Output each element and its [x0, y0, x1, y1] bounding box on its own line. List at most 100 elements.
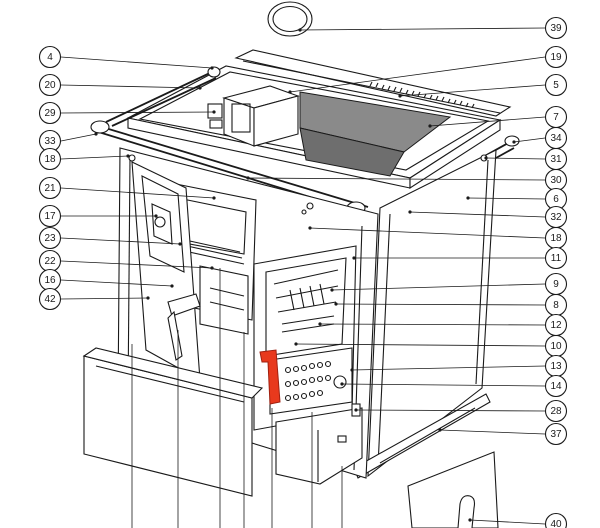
callout-number: 30 [550, 175, 562, 186]
callout-circle [38, 226, 62, 250]
callout-number: 17 [44, 211, 56, 222]
callout-number: 20 [44, 80, 56, 91]
callout-c42: 42 [38, 287, 150, 311]
callout-number: 4 [47, 52, 53, 63]
callout-c10: 10 [294, 334, 568, 358]
callout-leader-line [469, 519, 546, 525]
callout-leader-line [60, 155, 129, 160]
callout-number: 12 [550, 320, 562, 331]
callout-number: 21 [44, 183, 56, 194]
callout-circle [38, 176, 62, 200]
callout-leader-line [355, 409, 546, 412]
oven-box [207, 85, 300, 147]
callout-leader-line [60, 260, 213, 269]
callout-c6: 6 [466, 187, 568, 211]
callout-leader-dot [198, 86, 202, 90]
callout-leader-dot [350, 368, 354, 372]
callout-circle [38, 204, 62, 228]
callout-leader-dot [298, 28, 302, 32]
callout-circle [544, 16, 568, 40]
callout-leader-line [309, 227, 546, 239]
callout-circle [38, 101, 62, 125]
callout-leader-line [60, 111, 215, 114]
callout-leader-dot [294, 342, 298, 346]
callout-circle [544, 73, 568, 97]
callout-c31: 31 [484, 147, 568, 171]
callout-leader-dot [354, 408, 358, 412]
callout-number: 13 [550, 361, 562, 372]
callout-leader-dot [340, 382, 344, 386]
callout-number: 23 [44, 233, 56, 244]
callout-circle [544, 512, 568, 528]
callout-number: 10 [550, 341, 562, 352]
callout-circle [38, 73, 62, 97]
bottom-leader-stubs [131, 268, 343, 528]
ash-drawer [82, 347, 264, 497]
callout-c40: 40 [468, 512, 568, 528]
callout-leader-line [295, 343, 546, 347]
callout-leader-line [331, 283, 546, 291]
callout-leader-line [467, 197, 546, 200]
callout-number: 39 [550, 23, 562, 34]
callout-circle [544, 374, 568, 398]
callout-number: 33 [44, 136, 56, 147]
callout-leader-line [60, 133, 97, 142]
control-panel [269, 347, 353, 415]
callout-leader-line [289, 56, 546, 93]
callout-leader-line [60, 297, 149, 300]
callout-c29: 29 [38, 101, 216, 125]
callout-leader-line [513, 137, 546, 143]
callout-number: 34 [550, 133, 562, 144]
callout-number: 28 [550, 406, 562, 417]
callout-number: 22 [44, 256, 56, 267]
callout-leader-line [299, 27, 546, 31]
callout-leader-line [319, 323, 546, 326]
callout-leader-dot [468, 518, 472, 522]
callout-c37: 37 [438, 422, 568, 446]
callout-c14: 14 [340, 374, 568, 398]
callout-leader-dot [212, 110, 216, 114]
callout-number: 32 [550, 212, 562, 223]
callout-leader-dot [210, 266, 214, 270]
callout-leader-dot [126, 154, 130, 158]
callout-leader-dot [438, 428, 442, 432]
callout-leader-line [60, 237, 181, 245]
callout-leader-line [341, 383, 546, 387]
callout-c7: 7 [428, 105, 568, 129]
callout-number: 31 [550, 154, 562, 165]
side-piece [407, 451, 499, 528]
callout-number: 42 [44, 294, 56, 305]
callout-leader-line [485, 157, 546, 160]
small-bolts [128, 154, 488, 215]
callout-number: 7 [553, 112, 559, 123]
callout-c30: 30 [246, 168, 568, 192]
callout-leader-line [60, 84, 201, 89]
callout-number: 5 [553, 80, 559, 91]
callout-leader-dot [408, 210, 412, 214]
cooking-stone [299, 91, 452, 177]
callout-c4: 4 [38, 45, 214, 70]
callout-number: 29 [44, 108, 56, 119]
callout-number: 19 [550, 52, 562, 63]
callout-circle [38, 45, 62, 69]
callout-c5: 5 [398, 73, 568, 98]
callout-c11: 11 [352, 246, 568, 270]
callout-leader-line [351, 365, 546, 371]
callout-number: 9 [553, 279, 559, 290]
callout-leader-dot [318, 322, 322, 326]
callout-c28: 28 [354, 399, 568, 423]
callout-leader-dot [512, 140, 516, 144]
callout-leader-line [247, 177, 546, 181]
callout-leader-dot [484, 156, 488, 160]
callout-leader-dot [210, 66, 214, 70]
callout-c20: 20 [38, 73, 202, 97]
callout-leader-dot [330, 288, 334, 292]
firebox-door [131, 161, 201, 381]
callout-leader-line [439, 429, 546, 435]
callout-c23: 23 [38, 226, 182, 250]
callout-c17: 17 [38, 204, 158, 228]
callout-circle [38, 287, 62, 311]
